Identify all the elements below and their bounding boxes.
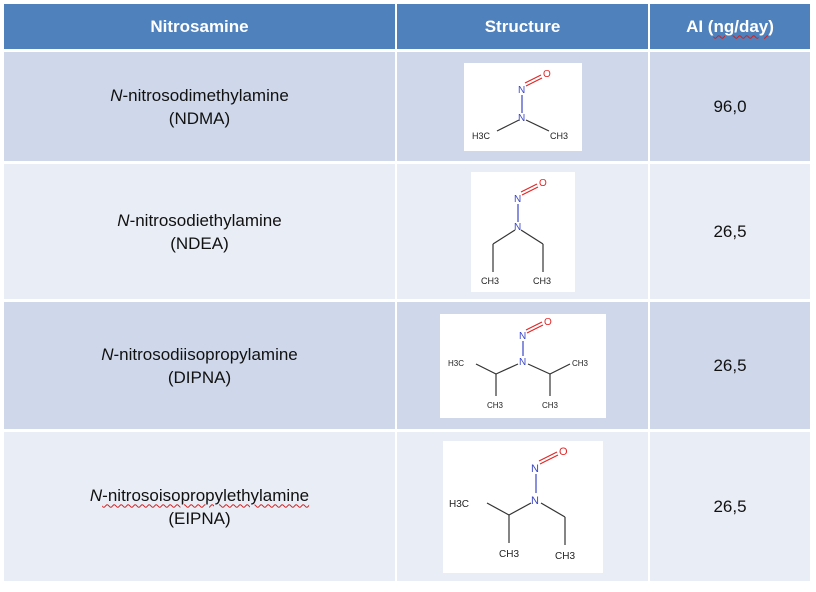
bond-n-cl — [495, 362, 518, 375]
eipna-structure-image: N O N H3C CH3 CH3 — [442, 440, 603, 573]
atom-n-center: N — [514, 222, 521, 233]
atom-h3c: H3C — [448, 359, 464, 368]
bond-n-c1 — [496, 118, 519, 132]
bond-n-o-1 — [525, 320, 542, 331]
atom-o: O — [544, 317, 552, 328]
table-row-ndma-structure: N O N H3C CH3 — [397, 52, 650, 164]
table-row-ndea-structure: N O N CH3 CH3 — [397, 164, 650, 302]
ndma-structure-image: N O N H3C CH3 — [463, 62, 582, 151]
header-ai-suffix: ) — [768, 16, 774, 36]
table-row-dipna-ai: 26,5 — [650, 302, 810, 432]
ai-value: 26,5 — [713, 496, 747, 516]
italic-n: N — [101, 344, 114, 364]
compound-abbr: (NDMA) — [168, 108, 231, 128]
bond-n-c3 — [520, 228, 543, 245]
ai-value: 26,5 — [713, 221, 747, 241]
header-ai-unit: ng/day — [713, 16, 769, 36]
compound-abbr: (EIPNA) — [168, 508, 231, 528]
compound-abbr: (DIPNA) — [167, 367, 232, 387]
compound-name: -nitrosodiisopropylamine — [113, 344, 298, 364]
atom-n-center: N — [531, 495, 539, 507]
table-row-ndma-ai: 96,0 — [650, 52, 810, 164]
atom-n-center: N — [519, 357, 526, 368]
bond-n-c2 — [525, 118, 549, 132]
bond-cl-me1 — [486, 501, 509, 516]
atom-o: O — [543, 69, 551, 80]
table-row-ndea-name: N-nitrosodiethylamine (NDEA) — [4, 164, 397, 302]
atom-ch3-right: CH3 — [533, 276, 551, 286]
header-nitrosamine-label: Nitrosamine — [150, 16, 249, 36]
header-ai: AI (ng/day) — [650, 4, 810, 52]
atom-ch3-bottom-right: CH3 — [542, 401, 559, 410]
table-row-dipna-name: N-nitrosodiisopropylamine (DIPNA) — [4, 302, 397, 432]
table-row-dipna-structure: N O N H3C CH3 CH3 CH3 — [397, 302, 650, 432]
header-ai-prefix: AI ( — [686, 16, 714, 36]
atom-ch3: CH3 — [550, 131, 568, 141]
atom-o: O — [559, 446, 568, 458]
atom-n-top: N — [531, 463, 539, 475]
bond-n-c1 — [492, 228, 515, 245]
italic-n: N — [110, 85, 123, 105]
ndea-molecule: N O N CH3 CH3 — [481, 178, 551, 286]
atom-n-center: N — [518, 113, 525, 124]
atom-ch3-left: CH3 — [499, 549, 519, 560]
table-row-eipna-ai: 26,5 — [650, 432, 810, 584]
dipna-molecule: N O N H3C CH3 CH3 CH3 — [448, 317, 589, 410]
ai-value: 26,5 — [713, 355, 747, 375]
bond-n-o-1 — [538, 450, 557, 462]
atom-ch3-left: CH3 — [481, 276, 499, 286]
atom-n-top: N — [518, 85, 525, 96]
table-row-eipna-name: N-nitrosoisopropylethylamine (EIPNA) — [4, 432, 397, 584]
ndea-structure-image: N O N CH3 CH3 — [470, 171, 575, 292]
atom-n-top: N — [519, 331, 526, 342]
ai-value: 96,0 — [713, 96, 747, 116]
bond-n-o-1 — [520, 182, 537, 193]
compound-name: -nitrosodimethylamine — [122, 85, 289, 105]
atom-h3c: H3C — [472, 131, 491, 141]
italic-n: N — [89, 485, 103, 505]
dipna-structure-image: N O N H3C CH3 CH3 CH3 — [439, 313, 606, 418]
bond-n-o-2 — [539, 453, 558, 465]
bond-n-o-2 — [521, 185, 538, 196]
header-structure-label: Structure — [484, 16, 561, 36]
atom-n-top: N — [514, 194, 521, 205]
bond-n-o-2 — [526, 323, 543, 334]
eipna-molecule: N O N H3C CH3 CH3 — [449, 446, 575, 562]
header-structure: Structure — [397, 4, 650, 52]
atom-ch3-bottom-left: CH3 — [487, 401, 504, 410]
table-row-ndea-ai: 26,5 — [650, 164, 810, 302]
bond-n-cl — [508, 501, 531, 516]
atom-ch3-right: CH3 — [572, 359, 589, 368]
compound-abbr: (NDEA) — [170, 233, 229, 253]
table-row-ndma-name: N-nitrosodimethylamine (NDMA) — [4, 52, 397, 164]
bond-n-cr — [527, 362, 550, 375]
bond-cr-me1 — [549, 362, 570, 375]
header-nitrosamine: Nitrosamine — [4, 4, 397, 52]
italic-n: N — [117, 210, 130, 230]
ndma-molecule: N O N H3C CH3 — [472, 69, 568, 141]
nitrosamine-table: Nitrosamine Structure AI (ng/day) N-nitr… — [4, 4, 810, 592]
bond-n-o-2 — [525, 76, 542, 87]
atom-o: O — [539, 178, 547, 189]
bond-n-o-1 — [524, 73, 541, 84]
bond-n-cr — [540, 501, 565, 518]
table-row-eipna-structure: N O N H3C CH3 CH3 — [397, 432, 650, 584]
compound-name: -nitrosodiethylamine — [129, 210, 282, 230]
compound-name: -nitrosoisopropylethylamine — [102, 485, 310, 505]
atom-ch3-right: CH3 — [555, 551, 575, 562]
bond-cl-me1 — [475, 362, 496, 375]
atom-h3c: H3C — [449, 499, 469, 510]
